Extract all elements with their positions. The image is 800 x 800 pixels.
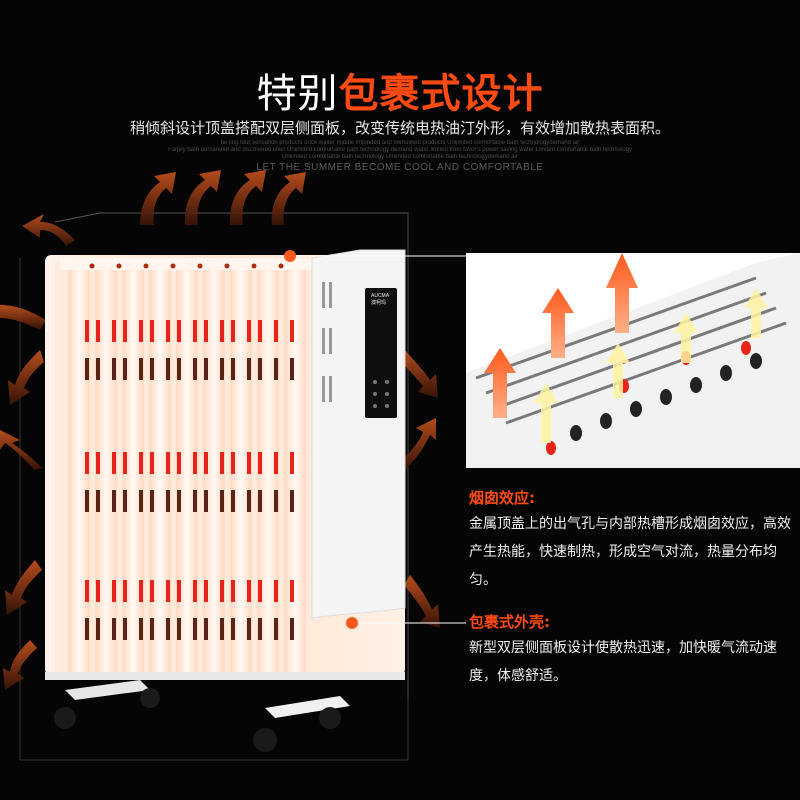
tagline: LET THE SUMMER BECOME COOL AND COMFORTAB… (256, 162, 544, 173)
callout-body: 新型双层侧面板设计使散热迅速，加快暖气流动速度，体感舒适。 (469, 640, 777, 684)
caster-wheel (253, 728, 277, 752)
fine-print-3: Unlimited comfortable bath technology Un… (282, 154, 518, 160)
callout-heading: 烟囱效应: (469, 489, 535, 507)
caster-wheel (54, 707, 76, 729)
top-cap (60, 258, 315, 270)
brand-logo: AUCMA 澳柯玛 (371, 293, 389, 306)
callout-heading: 包裹式外壳: (469, 613, 550, 631)
caster-wheel (140, 688, 160, 708)
title-plain: 特别 (256, 71, 339, 117)
control-panel (365, 288, 397, 418)
page-title: 特别包裹式设计 (0, 70, 800, 118)
heater-fins (68, 262, 306, 672)
fine-print-1: he ling four sensation products once wai… (220, 140, 580, 146)
control-buttons (373, 380, 389, 408)
rising-heat-arrows (484, 253, 768, 443)
vent-slots (85, 320, 294, 640)
caster-wheel (319, 707, 341, 729)
outline-box (19, 212, 409, 761)
brand-name: AUCMA (371, 293, 390, 299)
heater-feet (54, 680, 350, 752)
title-accent: 包裹式设计 (338, 71, 544, 117)
callout-body: 金属顶盖上的出气孔与内部热槽形成烟囱效应，高效产生热能，快速制热，形成空气对流，… (469, 516, 791, 588)
callout-leaders (284, 250, 466, 629)
brand-sub: 澳柯玛 (371, 300, 387, 306)
chimney-detail-image (466, 253, 800, 468)
callout-chimney-effect: 烟囱效应: 金属顶盖上的出气孔与内部热槽形成烟囱效应，高效产生热能，快速制热，形… (469, 488, 794, 594)
fine-print-2: Family bath demanded and discovered line… (167, 147, 633, 153)
base (45, 672, 405, 680)
closeup-illustration (466, 253, 800, 468)
side-vents (322, 282, 332, 402)
airflow-arrows (0, 170, 440, 690)
callout-wrap-shell: 包裹式外壳: 新型双层侧面板设计使散热迅速，加快暖气流动速度，体感舒适。 (469, 612, 794, 690)
subtitle: 稍倾斜设计顶盖搭配双层侧面板，改变传统电热油汀外形，有效增加散热表面积。 (129, 119, 670, 137)
oil-heater (45, 249, 406, 680)
fin-slots (570, 353, 762, 441)
